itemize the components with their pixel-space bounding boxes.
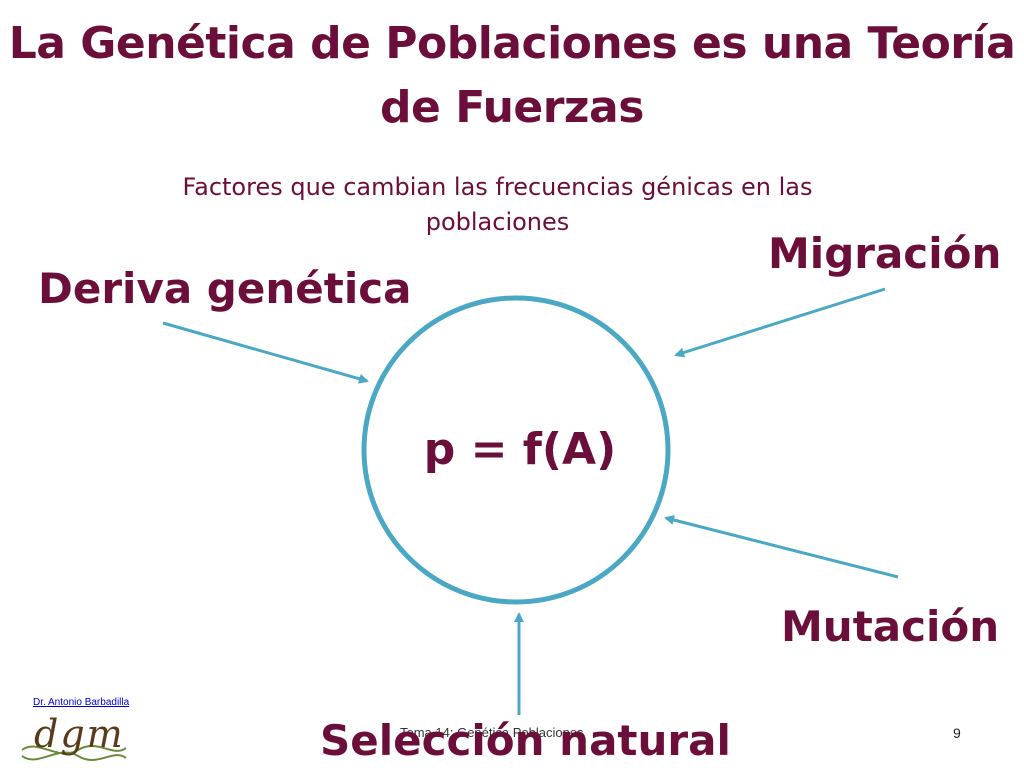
logo-text: dgm (34, 712, 125, 756)
force-label-deriva: Deriva genética (38, 264, 412, 313)
arrow-mutacion (664, 515, 899, 579)
population-circle (361, 295, 671, 605)
author-link[interactable]: Dr. Antonio Barbadilla (33, 697, 130, 708)
slide-subtitle: Factores que cambian las frecuencias gén… (182, 173, 813, 236)
force-label-migracion: Migración (768, 229, 1002, 278)
force-label-seleccion: Selección natural (320, 716, 731, 765)
arrow-deriva (162, 321, 369, 384)
footer-topic: Tema 14: Genética Poblaciones (400, 725, 584, 740)
dna-helix-icon (21, 745, 127, 761)
center-formula: p = f(A) (423, 424, 617, 475)
page-number: 9 (953, 725, 961, 741)
dgm-logo: dgm (18, 710, 128, 765)
force-label-mutacion: Mutación (781, 602, 1000, 651)
slide-title: La Genética de Poblaciones es una Teoría… (8, 18, 1016, 133)
arrow-migracion (674, 287, 886, 358)
